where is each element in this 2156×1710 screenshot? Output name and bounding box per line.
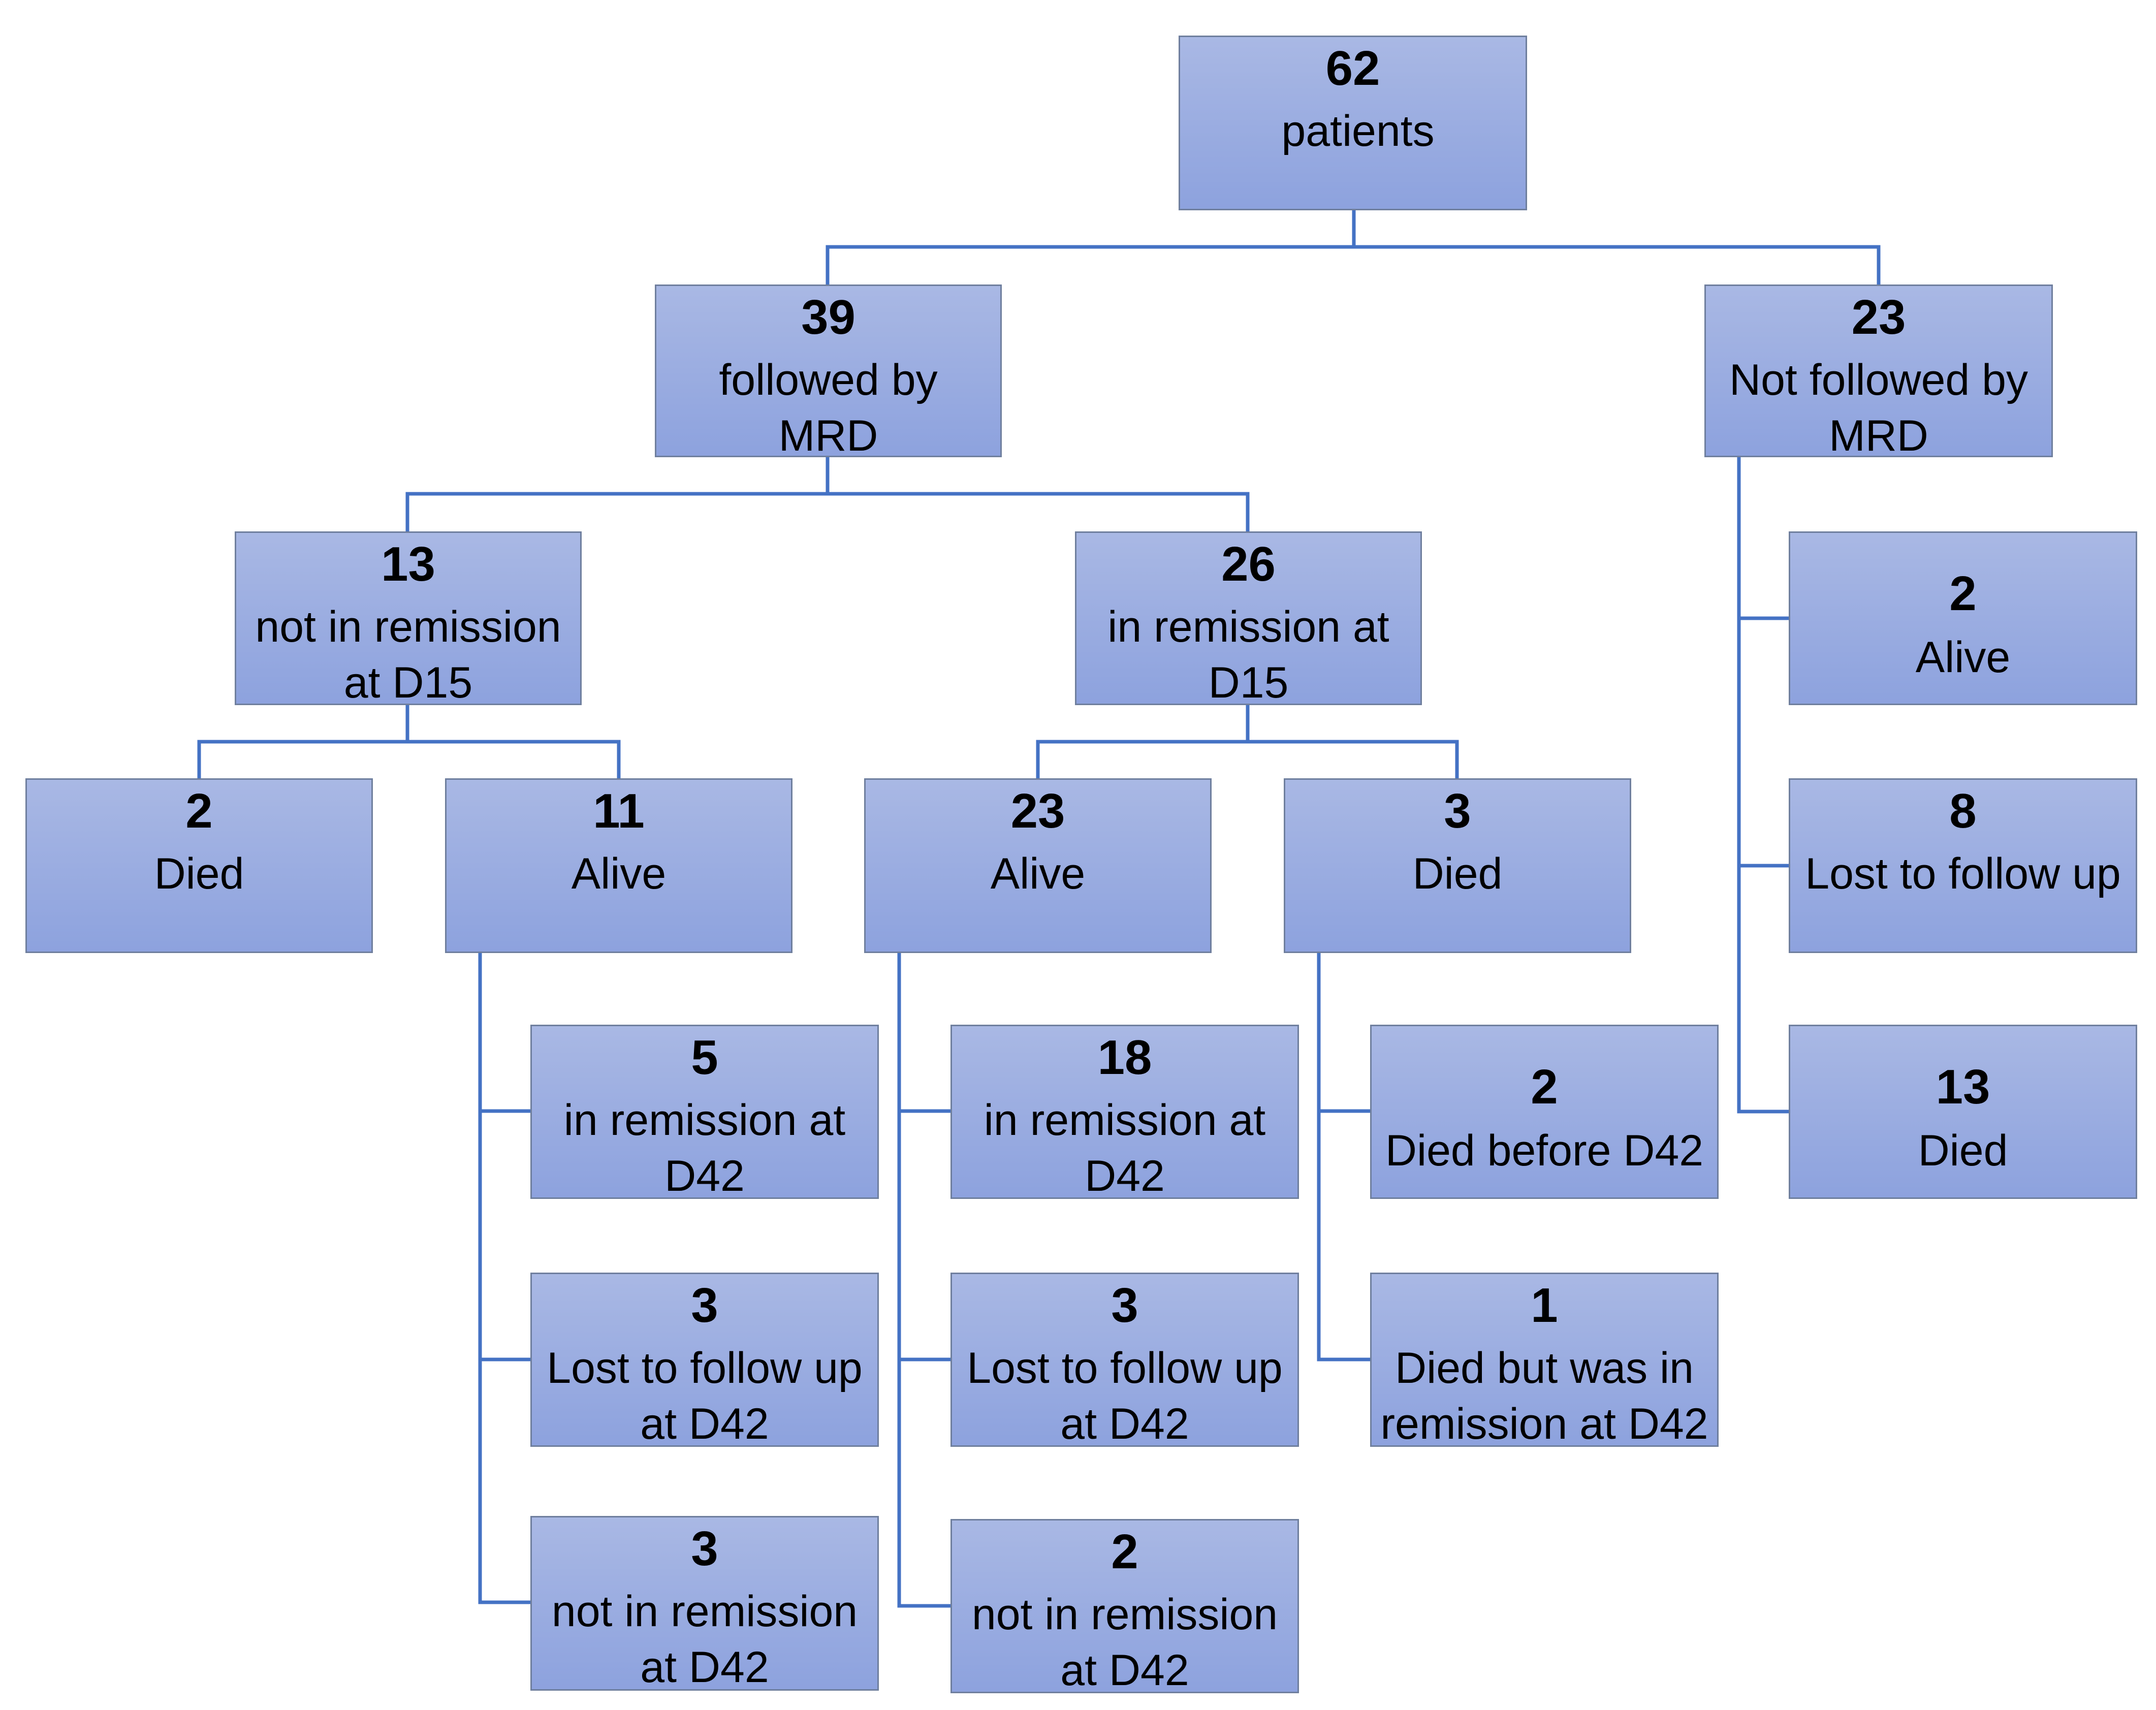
nr-rem-d42-count: 5 xyxy=(691,1030,718,1085)
box-nr-in-remission-d42: 5 in remission at D42 xyxy=(530,1025,879,1199)
nm-died-count: 13 xyxy=(1936,1060,1990,1114)
connector-nr-alive-list xyxy=(478,951,532,1604)
nr-notrem-d42-count: 3 xyxy=(691,1522,718,1576)
connector-root-branch xyxy=(826,208,1881,288)
connector-r-died-list xyxy=(1317,951,1372,1361)
rem-d15-count: 26 xyxy=(1221,537,1276,591)
nr-lost-d42-count: 3 xyxy=(691,1278,718,1333)
box-r-in-remission-d42: 18 in remission at D42 xyxy=(950,1025,1299,1199)
nr-notrem-d42-label: not in remission at D42 xyxy=(551,1587,858,1691)
nm-lost-count: 8 xyxy=(1949,784,1977,838)
box-r-not-in-remission-d42: 2 not in remission at D42 xyxy=(950,1519,1299,1693)
r-died-label: Died xyxy=(1412,849,1503,898)
no-mrd-count: 23 xyxy=(1851,290,1906,344)
box-r-died: 3 Died xyxy=(1284,778,1631,953)
box-r-lost-d42: 3 Lost to follow up at D42 xyxy=(950,1273,1299,1447)
no-mrd-label: Not followed by MRD xyxy=(1729,356,2028,457)
rd-before-d42-label: Died before D42 xyxy=(1385,1126,1704,1175)
root-label: patients xyxy=(1281,107,1435,155)
box-in-remission-d15: 26 in remission at D15 xyxy=(1075,531,1422,705)
box-nm-died: 13 Died xyxy=(1789,1025,2137,1199)
r-rem-d42-count: 18 xyxy=(1097,1030,1152,1085)
box-r-alive: 23 Alive xyxy=(864,778,1212,953)
r-notrem-d42-label: not in remission at D42 xyxy=(971,1590,1278,1693)
nr-alive-count: 11 xyxy=(593,784,645,838)
connector-notrem-branch xyxy=(197,703,621,781)
connector-r-alive-list xyxy=(897,951,953,1608)
nr-alive-label: Alive xyxy=(571,849,667,898)
box-nm-alive: 2 Alive xyxy=(1789,531,2137,705)
box-nr-not-in-remission-d42: 3 not in remission at D42 xyxy=(530,1516,879,1691)
rd-rem-d42-count: 1 xyxy=(1531,1278,1558,1333)
box-nm-lost: 8 Lost to follow up xyxy=(1789,778,2137,953)
box-died-before-d42: 2 Died before D42 xyxy=(1370,1025,1719,1199)
rem-d15-label: in remission at D15 xyxy=(1107,603,1389,705)
r-died-count: 3 xyxy=(1444,784,1471,838)
nr-lost-d42-label: Lost to follow up at D42 xyxy=(547,1344,863,1447)
not-rem-d15-label: not in remission at D15 xyxy=(255,603,561,705)
box-nr-lost-d42: 3 Lost to follow up at D42 xyxy=(530,1273,879,1447)
r-lost-d42-count: 3 xyxy=(1111,1278,1138,1333)
rd-rem-d42-label: Died but was in remission at D42 xyxy=(1380,1344,1708,1447)
nm-alive-count: 2 xyxy=(1949,566,1977,621)
root-box-patients: 62 patients xyxy=(1179,36,1527,210)
box-followed-by-mrd: 39 followed by MRD xyxy=(655,284,1002,457)
nm-alive-label: Alive xyxy=(1915,633,2011,682)
root-count: 62 xyxy=(1325,41,1380,96)
r-rem-d42-label: in remission at D42 xyxy=(984,1096,1266,1199)
mrd-label: followed by MRD xyxy=(719,356,938,457)
r-lost-d42-label: Lost to follow up at D42 xyxy=(967,1344,1283,1447)
box-not-in-remission-d15: 13 not in remission at D15 xyxy=(235,531,582,705)
nm-lost-label: Lost to follow up xyxy=(1805,849,2121,898)
mrd-count: 39 xyxy=(801,290,855,344)
nr-died-count: 2 xyxy=(185,784,213,838)
box-nr-died: 2 Died xyxy=(25,778,373,953)
connector-rem-branch xyxy=(1036,703,1459,781)
r-notrem-d42-count: 2 xyxy=(1111,1525,1138,1579)
connector-no-mrd-list xyxy=(1737,455,1791,1114)
r-alive-label: Alive xyxy=(990,849,1086,898)
not-rem-d15-count: 13 xyxy=(381,537,435,591)
nr-died-label: Died xyxy=(154,849,244,898)
nm-died-label: Died xyxy=(1918,1126,2008,1175)
rd-before-d42-count: 2 xyxy=(1531,1060,1558,1114)
nr-rem-d42-label: in remission at D42 xyxy=(563,1096,846,1199)
box-died-in-remission-d42: 1 Died but was in remission at D42 xyxy=(1370,1273,1719,1447)
connector-mrd-branch xyxy=(405,455,1250,534)
box-nr-alive: 11 Alive xyxy=(445,778,792,953)
box-not-followed-by-mrd: 23 Not followed by MRD xyxy=(1704,284,2053,457)
r-alive-count: 23 xyxy=(1010,784,1065,838)
